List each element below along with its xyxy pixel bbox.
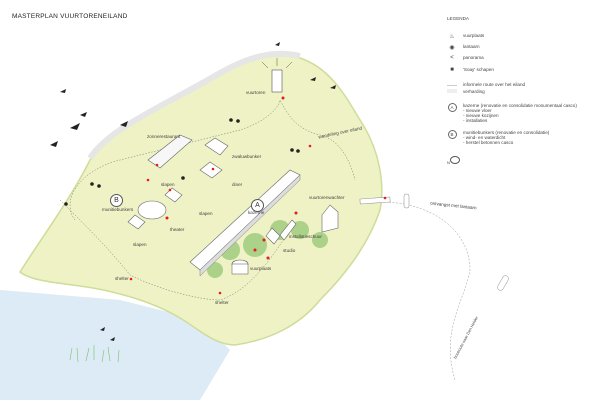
legend-item: <panorama	[447, 55, 483, 61]
kazerne-building	[189, 169, 301, 277]
label-shelter: shelter	[215, 300, 229, 305]
vuurplaats-structure	[231, 259, 249, 275]
label-vuurplaats: vuurplaats	[250, 266, 272, 271]
legend-item: informele route over het eiland	[447, 82, 525, 87]
legend-item: verharding	[447, 89, 485, 94]
vuurtorenwachter-building	[321, 204, 339, 233]
label-diner: diner	[232, 182, 243, 187]
installatieschuur-building	[279, 219, 297, 241]
label-zwaluwbunker: zwaluwbunker	[232, 154, 262, 159]
label-slapen: slapen	[199, 211, 213, 216]
label-shelter: shelter	[115, 276, 129, 281]
bunker-building	[199, 161, 223, 179]
label-munitiebunkers: munitiebunkers	[102, 207, 134, 212]
boat-dock	[403, 193, 410, 209]
sheep-markers	[64, 118, 300, 206]
label-vuurtoren: vuurtoren	[246, 90, 266, 95]
fire-markers	[129, 96, 387, 295]
label-kazerne: kazerne	[248, 210, 265, 215]
munitiebunkers-buildings	[127, 187, 183, 230]
jetty	[359, 196, 391, 205]
label-slapen: slapen	[133, 242, 147, 247]
informal-route	[59, 99, 356, 301]
panorama-icon: <	[450, 55, 454, 61]
label-installatieschuur: installatieschuur	[289, 234, 322, 239]
reeds	[69, 345, 120, 363]
north-arrow-icon: N	[447, 156, 460, 165]
studio-building	[265, 227, 281, 245]
label-theater: theater	[170, 227, 185, 232]
zwaluwbunker-building	[204, 137, 229, 156]
lantern-icon: ◉	[449, 45, 455, 51]
label-vuurtorenwachter: vuurtorenwachter	[309, 195, 345, 200]
sheep-icon: ■	[450, 67, 454, 73]
route-line-icon	[447, 82, 457, 86]
water	[0, 290, 230, 400]
paving-swatch-icon	[447, 89, 457, 93]
label-slapen: slapen	[161, 182, 175, 187]
legend-item: ♨vuurplaats	[447, 33, 484, 40]
legend-item: ■'Soay' schapen	[447, 67, 494, 73]
label-studio: studio	[283, 248, 296, 253]
vuurtoren-building	[261, 58, 293, 93]
legend-heading: LEGENDA	[447, 16, 469, 21]
birds	[50, 42, 336, 341]
page-title: MASTERPLAN VUURTORENEILAND	[12, 13, 128, 20]
marker-b-icon: B	[447, 130, 457, 139]
marker-b: B	[110, 194, 123, 207]
fire-icon: ♨	[449, 34, 455, 40]
marker-a-icon: A	[447, 103, 457, 112]
beach-edge	[87, 50, 301, 160]
label-zonnerestaurant: zonnerestaurant	[147, 134, 181, 139]
boat-route	[374, 201, 471, 381]
legend-item: ◉lantaarn	[447, 44, 479, 51]
boat	[497, 275, 509, 291]
marker-a: A	[251, 199, 264, 212]
